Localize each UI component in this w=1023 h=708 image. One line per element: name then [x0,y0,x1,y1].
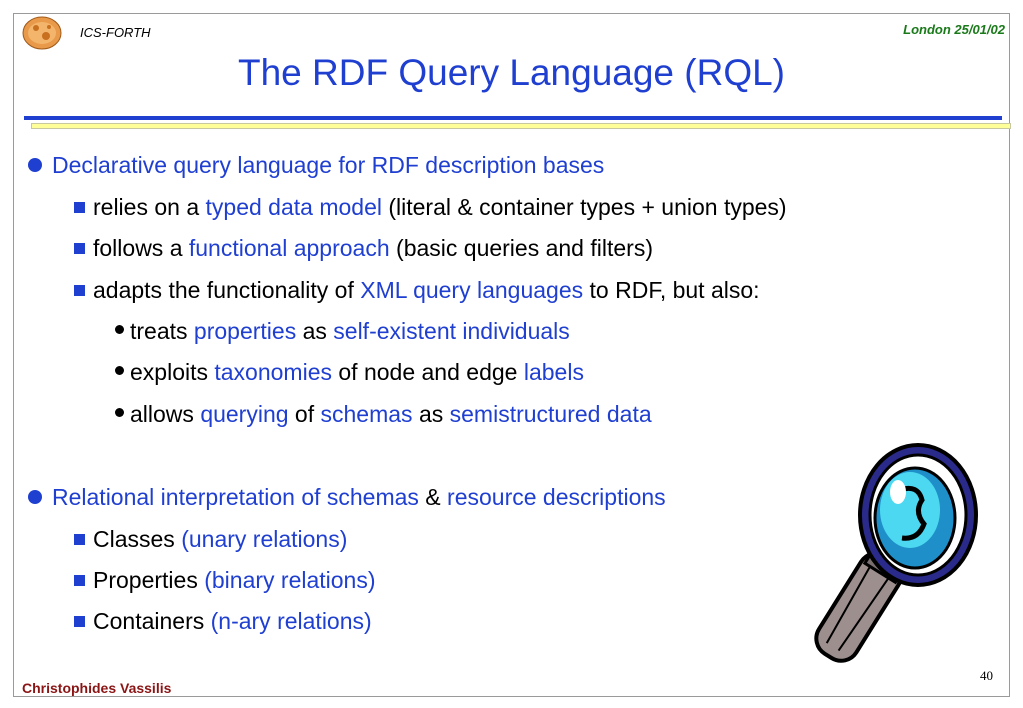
bullet-properties-relations: Properties (binary relations) [74,566,376,594]
author-name: Christophides Vassilis [22,680,172,696]
page-number: 40 [980,668,993,683]
orange-globe-logo-icon [22,16,62,50]
bullet-typed-data-model: relies on a typed data model (literal & … [74,193,787,221]
round-bullet-icon [28,158,42,172]
bullet-xml-query: adapts the functionality of XML query la… [74,276,760,304]
bullet-declarative: Declarative query language for RDF descr… [28,151,604,179]
dot-bullet-icon [115,366,124,375]
date-label: London 25/01/02 [903,22,1005,37]
bullet-querying-schemas: allows querying of schemas as semistruct… [115,400,652,428]
bullet-containers: Containers (n-ary relations) [74,607,372,635]
round-bullet-icon [28,490,42,504]
bullet-taxonomies: exploits taxonomies of node and edge lab… [115,358,584,386]
dot-bullet-icon [115,408,124,417]
square-bullet-icon [74,534,85,545]
square-bullet-icon [74,616,85,627]
magnifying-glass-icon [814,443,978,663]
title-rule-blue [24,116,1002,120]
square-bullet-icon [74,243,85,254]
slide-frame [13,13,1010,697]
slide-title: The RDF Query Language (RQL) [237,52,785,93]
organization-label: ICS-FORTH [80,25,151,40]
dot-bullet-icon [115,325,124,334]
bullet-classes: Classes (unary relations) [74,525,347,553]
square-bullet-icon [74,285,85,296]
bullet-functional-approach: follows a functional approach (basic que… [74,234,653,262]
bullet-relational-interpretation: Relational interpretation of schemas & r… [28,483,666,511]
bullet-properties: treats properties as self-existent indiv… [115,317,570,345]
square-bullet-icon [74,575,85,586]
title-rule-yellow [31,123,1011,129]
square-bullet-icon [74,202,85,213]
